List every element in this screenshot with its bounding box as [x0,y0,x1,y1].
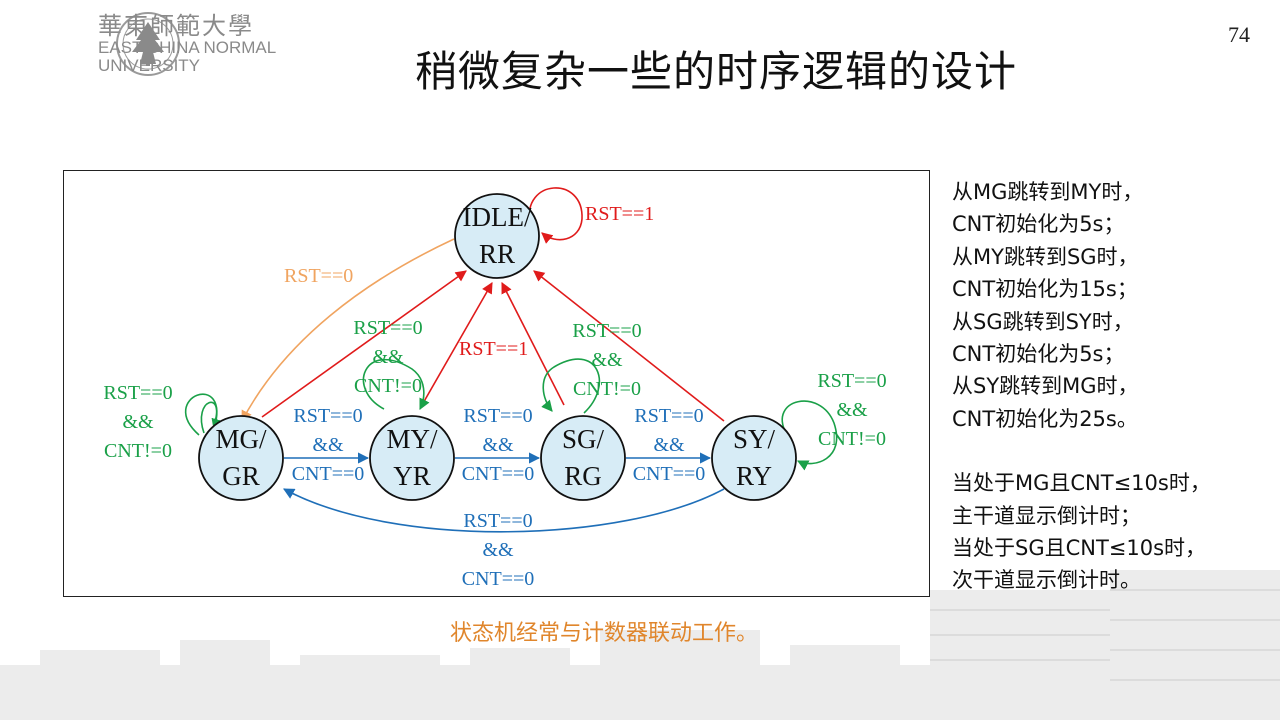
sy-to-idle-arrow [533,270,725,422]
my-self-label-line2: && [372,346,404,368]
sg-to-sy-label-line2: && [653,434,685,456]
state-idle: IDLE/ RR [454,193,540,279]
idle-to-mg-arrow [241,238,455,422]
mg-to-my-label-line2: && [312,434,344,456]
state-idle-label-line2: RR [479,239,515,269]
sg-self-label-line3: CNT!=0 [573,378,641,400]
sy-self-label-line3: CNT!=0 [818,428,886,450]
page-number: 74 [1228,22,1250,47]
state-sg: SG/ RG [540,415,626,501]
state-mg: MG/ GR [198,415,284,501]
sy-to-mg-label-line3: CNT==0 [462,568,535,590]
state-sg-label-line1: SG/ [562,424,605,454]
note-line: 主干道显示倒计时； [952,503,1141,528]
sy-to-mg-label-line2: && [482,539,514,561]
note-line: CNT初始化为5s； [952,212,1125,237]
state-my-label-line2: YR [393,461,431,491]
diagram-caption: 状态机经常与计数器联动工作。 [450,621,759,646]
mg-self-label-line1: RST==0 [103,382,172,404]
sg-to-sy-label-line3: CNT==0 [633,463,706,485]
sy-self-label-line2: && [836,399,868,421]
mg-to-my-label-line3: CNT==0 [292,463,365,485]
note-line: CNT初始化为15s； [952,277,1138,302]
my-self-label-line3: CNT!=0 [354,375,422,397]
state-idle-label-line1: IDLE/ [463,202,532,232]
sy-to-mg-label-line1: RST==0 [463,510,532,532]
note-line: 从MY跳转到SG时， [952,244,1139,269]
state-sy: SY/ RY [711,415,797,501]
campus-background-image [0,570,1280,720]
state-sy-label-line1: SY/ [733,424,776,454]
sg-to-idle-arrow [501,282,565,406]
sg-to-sy-label-line1: RST==0 [634,405,703,427]
note-line: 次干道显示倒计时。 [952,568,1141,593]
university-logo [116,12,180,76]
sg-self-loop-arrow [541,358,601,414]
logo-chinese-name: 華東師範大學 [98,12,254,40]
my-to-sg-label-line1: RST==0 [463,405,532,427]
idle-self-label: RST==1 [585,203,654,225]
note-line: 从MG跳转到MY时， [952,180,1144,204]
note-line: CNT初始化为5s； [952,342,1125,367]
to-idle-label: RST==1 [459,338,528,360]
my-to-idle-arrow [421,282,493,406]
note-line: 从SG跳转到SY时， [952,309,1134,334]
note-line: 当处于MG且CNT≤10s时， [952,471,1211,496]
mg-self-label-line3: CNT!=0 [104,440,172,462]
state-sg-label-line2: RG [564,461,602,491]
idle-to-mg-label: RST==0 [284,265,353,287]
logo-english-name-line2: UNIVERSITY [98,56,201,75]
note-line: CNT初始化为25s。 [952,406,1138,431]
state-sy-label-line2: RY [736,461,772,491]
state-mg-label-line1: MG/ [215,424,267,454]
note-line: 从SY跳转到MG时， [952,374,1139,399]
logo-english-name-line1: EAST CHINA NORMAL [98,38,277,57]
my-self-label-line1: RST==0 [353,317,422,339]
state-mg-label-line2: GR [222,461,260,491]
state-machine-diagram: IDLE/ RR MG/ GR MY/ YR SG/ RG SY/ RY RST… [63,170,930,597]
mg-self-loop-arrow-curve [184,393,223,436]
mg-to-my-label-line1: RST==0 [293,405,362,427]
state-my: MY/ YR [369,415,455,501]
sy-self-label-line1: RST==0 [817,370,886,392]
sg-self-label-line2: && [591,349,623,371]
my-to-sg-label-line2: && [482,434,514,456]
my-to-sg-label-line3: CNT==0 [462,463,535,485]
sy-to-mg-arrow [283,488,725,533]
sg-self-label-line1: RST==0 [572,320,641,342]
my-self-loop-arrow [362,358,430,411]
note-line: 当处于SG且CNT≤10s时， [952,536,1207,561]
state-my-label-line1: MY/ [386,424,438,454]
slide-title: 稍微复杂一些的时序逻辑的设计 [415,47,1018,96]
notes-panel: 从MG跳转到MY时， CNT初始化为5s； 从MY跳转到SG时， CNT初始化为… [952,176,1211,597]
mg-to-idle-arrow [261,270,467,418]
note-spacer [952,435,1211,467]
mg-self-label-line2: && [122,411,154,433]
sy-self-loop-arrow [781,400,838,471]
idle-self-loop-arrow [528,187,583,244]
